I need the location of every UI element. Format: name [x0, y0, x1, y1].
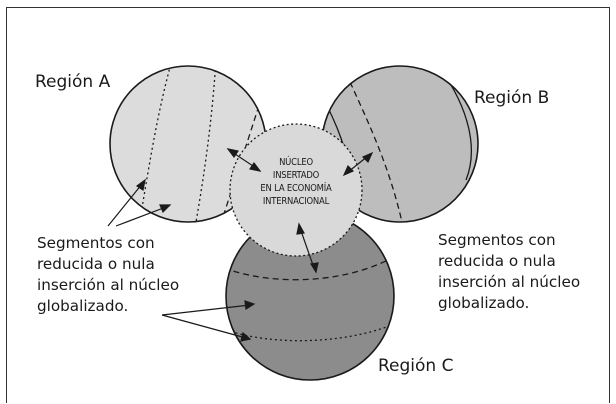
- segments-note-line: Segmentos con: [438, 231, 556, 249]
- segments-note-line: inserción al núcleo: [37, 276, 180, 294]
- region-a-label: Región A: [35, 72, 111, 92]
- region-c-label: Región C: [378, 356, 454, 376]
- region-b-label: Región B: [474, 88, 550, 108]
- core-label-line: EN LA ECONOMÍA: [260, 183, 332, 194]
- segments-note-line: reducida o nula: [37, 255, 155, 273]
- connection-arrows: [226, 148, 374, 274]
- segments-note-line: Segmentos con: [37, 234, 155, 252]
- core-circle: [229, 123, 363, 257]
- core-label: NÚCLEO INSERTADO EN LA ECONOMÍA INTERNAC…: [236, 156, 356, 208]
- segments-note-left: Segmentos con reducida o nula inserción …: [37, 233, 179, 317]
- segments-note-line: globalizado.: [37, 297, 129, 315]
- segments-note-right: Segmentos con reducida o nula inserción …: [438, 230, 580, 314]
- core-label-line: INSERTADO: [272, 170, 320, 181]
- segments-note-line: reducida o nula: [438, 252, 556, 270]
- segments-note-line: inserción al núcleo: [438, 273, 581, 291]
- core-label-line: INTERNACIONAL: [262, 196, 330, 207]
- segments-note-line: globalizado.: [438, 294, 530, 312]
- pointer-arrows: [107, 178, 256, 342]
- core-label-line: NÚCLEO: [279, 157, 313, 168]
